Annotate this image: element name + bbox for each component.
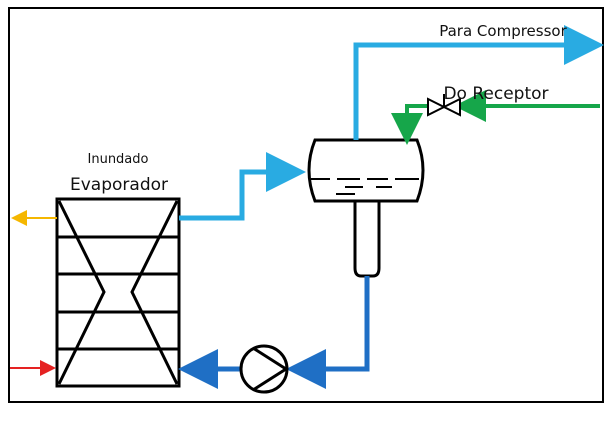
separator-leg [353,199,381,278]
evaporator [55,197,181,388]
vapor-return-line [179,152,306,221]
inundado-label: Inundado [88,152,149,167]
evaporador-label: Evaporador [70,175,168,195]
do-receptor-label: Do Receptor [443,84,548,104]
evaporator-baffle [130,200,179,385]
para-compressor-label: Para Compressor [439,22,567,40]
liquid-feed-line-a [286,276,370,389]
liquid-separator [307,138,425,278]
pump-icon [239,344,289,394]
expansion-valve-icon [427,94,461,117]
evaporator-baffle [57,200,106,385]
separator-drum [307,138,425,203]
suction-line [353,25,604,140]
diagram-frame [8,7,604,403]
receiver-inlet-line-b [391,104,427,145]
